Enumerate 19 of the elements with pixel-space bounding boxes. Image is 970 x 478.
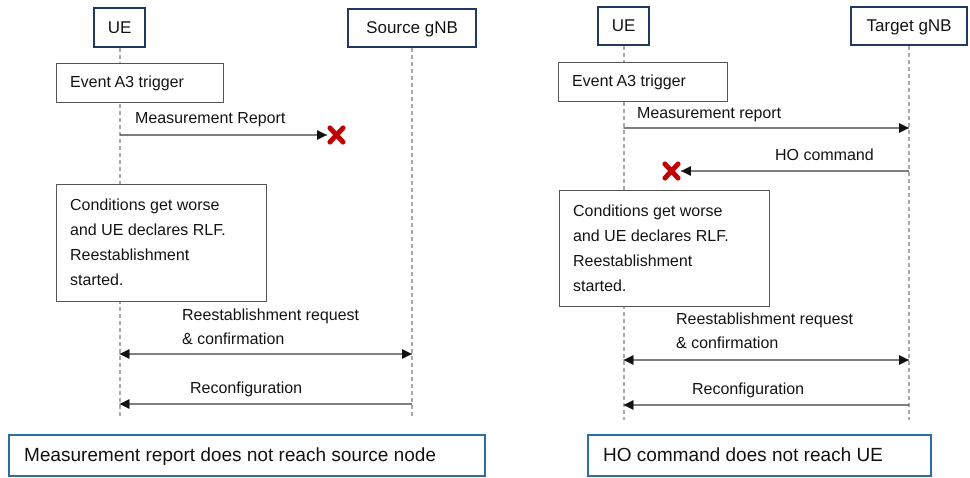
participant-box: UE bbox=[93, 7, 146, 48]
process-box: Event A3 trigger bbox=[558, 62, 728, 102]
process-box: Conditions get worse and UE declares RLF. Reestablishment started. bbox=[559, 190, 770, 307]
note-box: HO command does not reach UE bbox=[587, 434, 932, 477]
process-box: Conditions get worse and UE declares RLF. Reestablishment started. bbox=[56, 184, 267, 302]
message-arrow bbox=[120, 399, 412, 409]
message-arrow bbox=[624, 355, 909, 365]
process-box: Event A3 trigger bbox=[56, 63, 224, 103]
participant-box: UE bbox=[597, 6, 650, 46]
participant-box: Target gNB bbox=[850, 6, 968, 46]
message-arrow bbox=[681, 166, 909, 176]
message-arrow bbox=[624, 123, 909, 133]
failure-cross-icon bbox=[662, 161, 681, 181]
message-arrow bbox=[120, 130, 327, 140]
note-box: Measurement report does not reach source node bbox=[8, 434, 486, 477]
message-arrow bbox=[120, 349, 412, 359]
failure-cross-icon bbox=[327, 125, 346, 145]
participant-box: Source gNB bbox=[347, 8, 477, 48]
message-arrow bbox=[624, 400, 909, 410]
